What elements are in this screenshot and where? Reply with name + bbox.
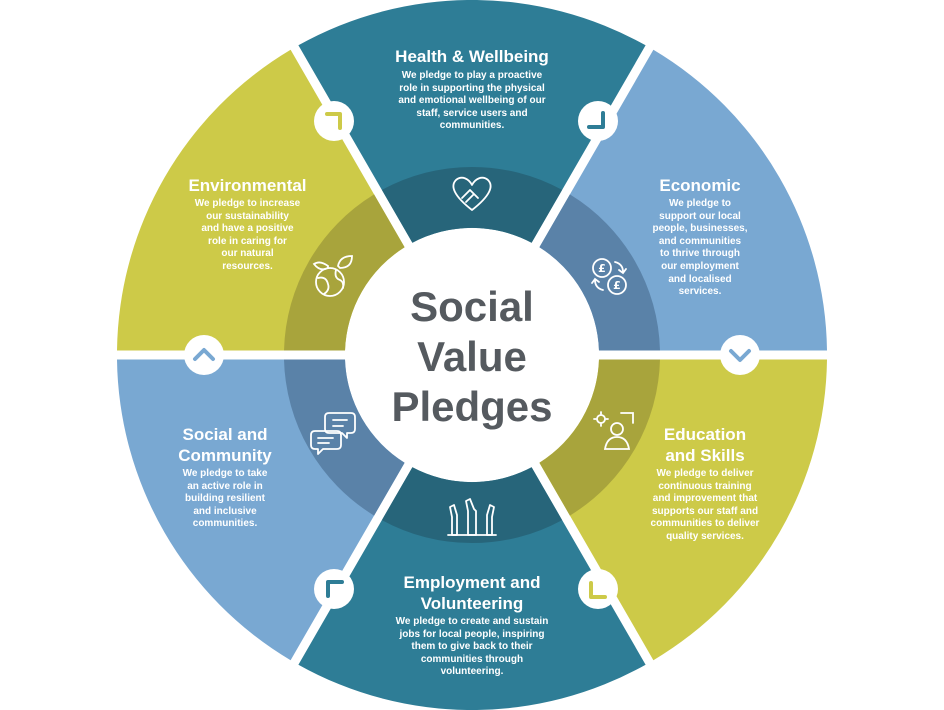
chevron-up-left-connector-icon xyxy=(314,569,354,609)
employment-volunteering-title: Employment and Volunteering xyxy=(403,573,541,613)
chevron-down-connector-icon xyxy=(720,335,760,375)
segment-inner-ring-economic xyxy=(539,194,660,351)
health-wellbeing-title: Health & Wellbeing xyxy=(395,47,549,66)
segment-employment xyxy=(298,467,646,710)
chevron-down-left-connector-icon xyxy=(578,569,618,609)
health-wellbeing-description: We pledge to play a proactive role in su… xyxy=(398,70,546,132)
segment-health xyxy=(298,0,646,243)
employment-volunteering-description: We pledge to create and sustain jobs for… xyxy=(395,616,549,678)
environmental-description: We pledge to increase our sustainability… xyxy=(194,198,301,272)
center-title: Social Value Pledges xyxy=(391,283,553,430)
education-skills-description: We pledge to deliver continuous training… xyxy=(650,468,760,542)
segment-inner-ring-social xyxy=(284,359,405,516)
chevron-down-right-connector-icon xyxy=(578,101,618,141)
chevron-right-connector-icon xyxy=(314,101,354,141)
segment-inner-ring-health xyxy=(381,166,563,243)
education-skills-title: Education and Skills xyxy=(663,425,747,465)
speech-bubbles-icon xyxy=(310,412,356,455)
social-community-title: Social and Community xyxy=(178,425,272,465)
person-gear-icon xyxy=(593,411,634,450)
globe-leaf-icon xyxy=(312,255,353,297)
economic-description: We pledge to support our local people, b… xyxy=(652,198,748,298)
raised-hands-icon xyxy=(447,498,497,536)
social-community-description: We pledge to take an active role in buil… xyxy=(182,468,268,530)
segment-inner-ring-education xyxy=(539,359,660,516)
heart-handshake-icon xyxy=(452,176,492,211)
chevron-up-connector-icon xyxy=(184,335,224,375)
svg-text:£: £ xyxy=(598,262,606,275)
segment-inner-ring-environmental xyxy=(284,194,405,351)
svg-text:£: £ xyxy=(613,279,621,292)
pound-exchange-icon: £ £ xyxy=(591,258,627,295)
economic-title: Economic xyxy=(659,176,741,195)
center-circle xyxy=(347,230,597,480)
environmental-title: Environmental xyxy=(188,176,307,195)
